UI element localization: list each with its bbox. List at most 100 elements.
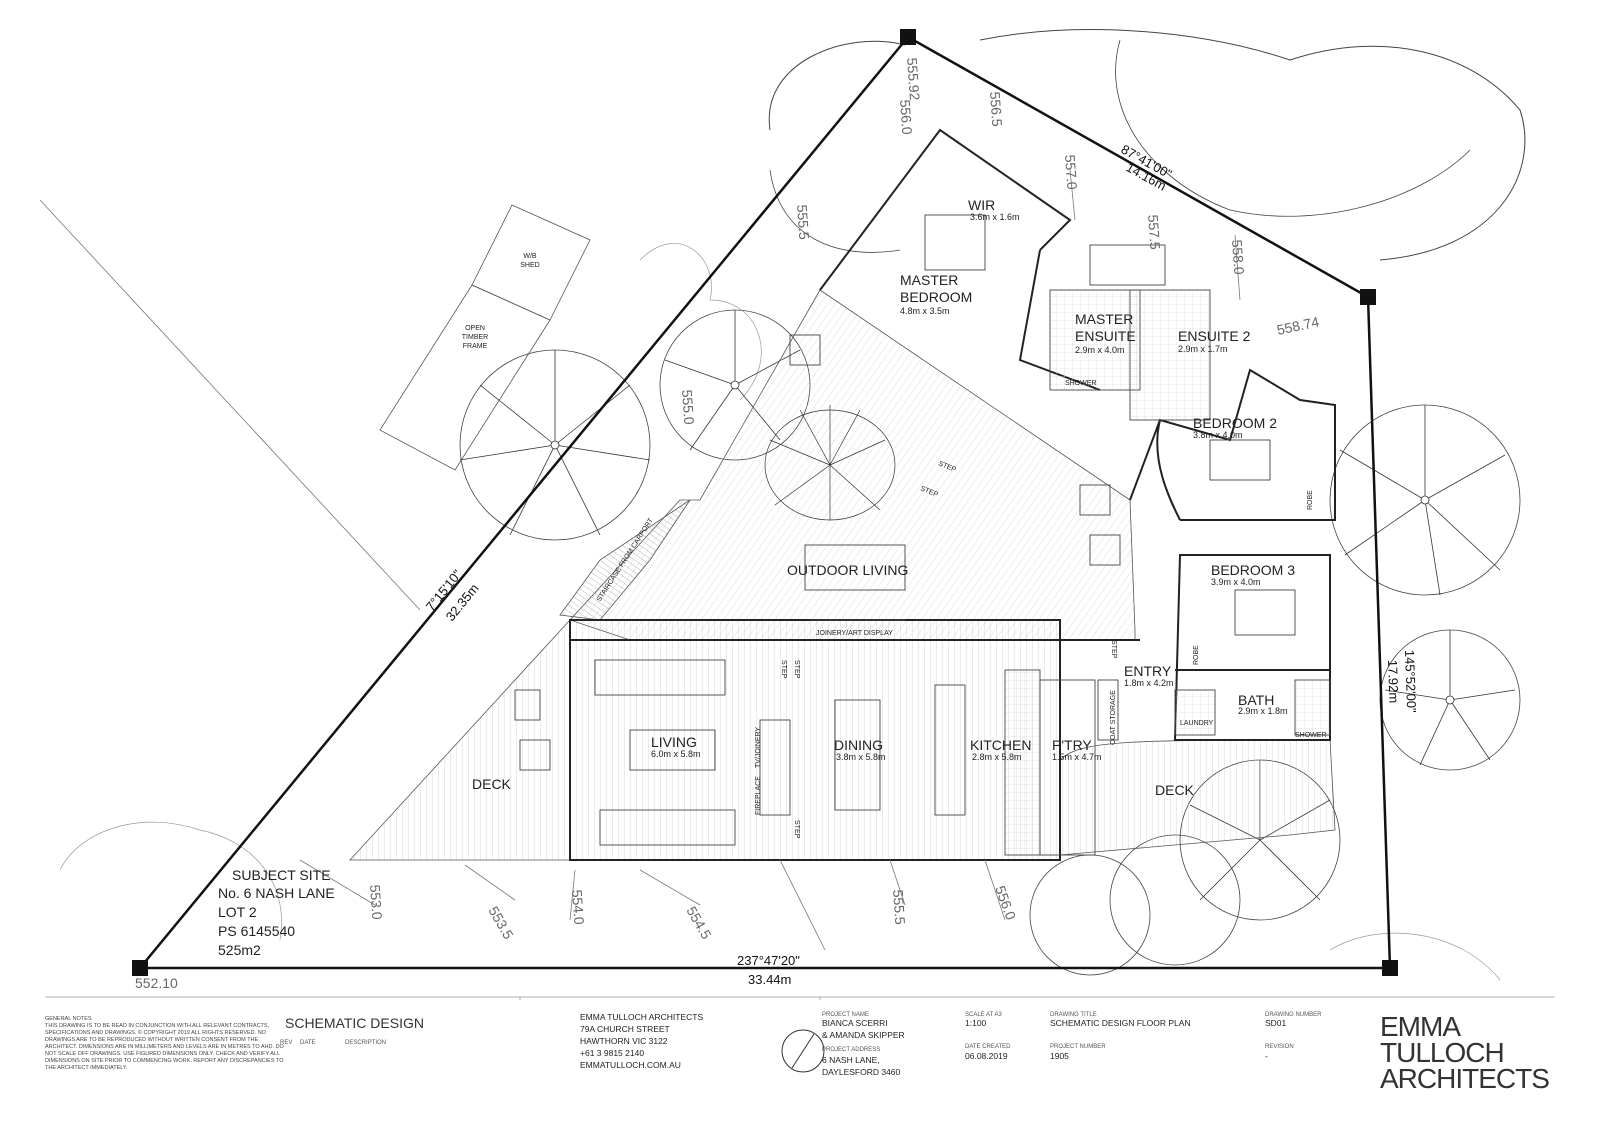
boundary-e-bearing: 145°52'00": [1402, 650, 1419, 714]
date-created-value: 06.08.2019: [965, 1051, 1008, 1061]
boundary-markers: [132, 29, 1398, 976]
shed: [379, 204, 591, 471]
firm-suburb: HAWTHORN VIC 3122: [580, 1036, 668, 1046]
drawing-number-label: DRAWING NUMBER: [1265, 1012, 1322, 1018]
room-wir: WIR: [968, 197, 995, 213]
room-living: LIVING: [651, 734, 697, 750]
firm-street: 79A CHURCH STREET: [580, 1024, 670, 1034]
date-created-label: DATE CREATED: [965, 1044, 1011, 1050]
contour-label: 555.5: [890, 889, 908, 925]
firm-mark-icon: [781, 1029, 825, 1073]
room-bath: BATH: [1238, 692, 1274, 708]
boundary-s-length: 33.44m: [748, 972, 791, 987]
site-address: No. 6 NASH LANE: [218, 885, 335, 901]
project-number-label: PROJECT NUMBER: [1050, 1044, 1106, 1050]
coat-storage-label: COAT STORAGE: [1110, 690, 1117, 745]
step-label: STEP: [780, 660, 787, 679]
room-ensuite-2: ENSUITE 2: [1178, 328, 1251, 344]
site-area: 525m2: [218, 942, 261, 958]
contour-label: 554.5: [683, 904, 714, 943]
room-bedroom-3: BEDROOM 3: [1211, 562, 1295, 578]
revision-label: REVISION: [1265, 1044, 1294, 1050]
spot-level: 558.74: [1275, 313, 1320, 338]
scale-label: SCALE AT A3: [965, 1012, 1002, 1018]
spot-level: 555.92: [904, 57, 923, 101]
step-label: STEP: [793, 820, 800, 839]
revision-value: -: [1265, 1051, 1268, 1061]
contour-label: 553.0: [367, 884, 385, 920]
stage-title: SCHEMATIC DESIGN: [285, 1015, 424, 1031]
laundry-label: LAUNDRY: [1180, 720, 1214, 727]
joinery-label: JOINERY/ART DISPLAY: [816, 630, 893, 637]
room-master-ensuite-dims: 2.9m x 4.0m: [1075, 345, 1125, 355]
step-label: STEP: [1110, 640, 1117, 659]
subject-site-info: SUBJECT SITE No. 6 NASH LANE LOT 2 PS 61…: [218, 867, 335, 958]
site-lot: LOT 2: [218, 904, 257, 920]
contour-label: 555.5: [794, 204, 812, 240]
room-bath-dims: 2.9m x 1.8m: [1238, 706, 1288, 716]
project-name-2: & AMANDA SKIPPER: [822, 1030, 905, 1040]
description-label: DESCRIPTION: [345, 1040, 387, 1046]
deck-areas: [349, 289, 1336, 861]
room-kitchen: KITCHEN: [970, 737, 1031, 753]
room-living-dims: 6.0m x 5.8m: [651, 749, 701, 759]
room-master-bedroom-dims: 4.8m x 3.5m: [900, 306, 950, 316]
drawing-number-value: SD01: [1265, 1018, 1287, 1028]
contour-label: 557.0: [1062, 154, 1080, 190]
room-entry-dims: 1.8m x 4.2m: [1124, 678, 1174, 688]
room-bedroom-2: BEDROOM 2: [1193, 415, 1277, 431]
contour-label: 555.0: [679, 389, 697, 425]
room-dining-dims: 3.8m x 5.8m: [836, 752, 886, 762]
general-notes-text: THIS DRAWING IS TO BE READ IN CONJUNCTIO…: [45, 1023, 284, 1071]
logo-line-2: TULLOCH: [1380, 1037, 1505, 1068]
contour-label: 553.5: [485, 904, 516, 943]
firm-logo: EMMA TULLOCH ARCHITECTS: [1380, 1011, 1555, 1093]
firm-phone: +61 3 9815 2140: [580, 1048, 645, 1058]
room-outdoor-living: OUTDOOR LIVING: [787, 562, 908, 578]
contour-label: 556.0: [992, 884, 1019, 923]
contour-label: 558.0: [1229, 239, 1247, 275]
room-deck-left: DECK: [472, 776, 512, 792]
firm-web: EMMATULLOCH.COM.AU: [580, 1060, 681, 1070]
room-entry: ENTRY: [1124, 663, 1172, 679]
step-label: STEP: [793, 660, 800, 679]
general-notes: GENERAL NOTES THIS DRAWING IS TO BE READ…: [45, 1016, 285, 1072]
contour-label: 554.0: [569, 889, 587, 925]
contour-lines: [39, 169, 1241, 951]
robe-label: ROBE: [1193, 645, 1200, 665]
project-address-1: 6 NASH LANE,: [822, 1055, 880, 1065]
room-deck-right: DECK: [1155, 782, 1195, 798]
spot-level: 552.10: [135, 975, 178, 991]
firm-name: EMMA TULLOCH ARCHITECTS: [580, 1012, 704, 1022]
contour-label: 556.0: [897, 99, 915, 135]
rev-label: REV: [280, 1040, 293, 1046]
title-block: GENERAL NOTES THIS DRAWING IS TO BE READ…: [0, 1010, 1600, 1131]
shower-label: SHOWER: [1295, 732, 1327, 739]
room-pantry-dims: 1.5m x 4.7m: [1052, 752, 1102, 762]
robe-label: ROBE: [1307, 490, 1314, 510]
project-address-2: DAYLESFORD 3460: [822, 1067, 901, 1077]
site-heading: SUBJECT SITE: [232, 867, 331, 883]
shower-label: SHOWER: [1065, 380, 1097, 387]
boundary-e-length: 17.92m: [1385, 660, 1402, 704]
general-notes-label: GENERAL NOTES: [45, 1016, 92, 1022]
project-address-label: PROJECT ADDRESS: [822, 1047, 881, 1053]
room-wir-dims: 3.6m x 1.6m: [970, 212, 1020, 222]
feature-tree: [764, 405, 896, 521]
tv-joinery-label: TV/JOINERY: [755, 727, 762, 768]
project-name-1: BIANCA SCERRI: [822, 1018, 888, 1028]
logo-line-1: EMMA: [1380, 1011, 1461, 1042]
boundary-s-bearing: 237°47'20": [737, 953, 800, 968]
interior-lines: [514, 214, 1331, 856]
date-label: DATE: [300, 1040, 316, 1046]
drawing-title-label: DRAWING TITLE: [1050, 1012, 1097, 1018]
project-name-label: PROJECT NAME: [822, 1012, 869, 1018]
room-dining: DINING: [834, 737, 883, 753]
contour-label: 556.5: [987, 91, 1005, 127]
room-ensuite-2-dims: 2.9m x 1.7m: [1178, 344, 1228, 354]
